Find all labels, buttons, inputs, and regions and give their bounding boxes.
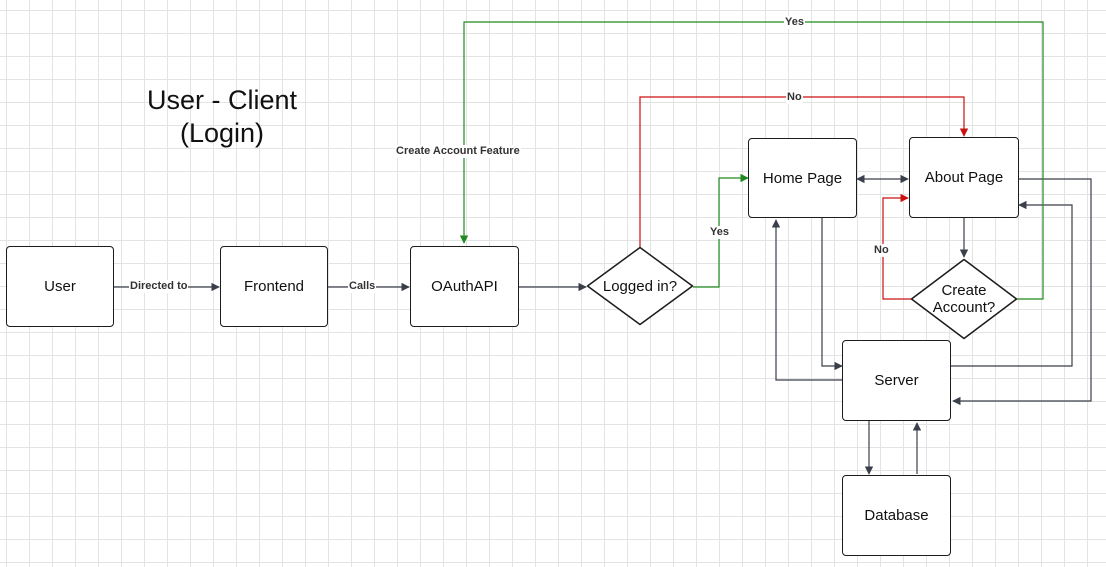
node-home-page[interactable]: Home Page <box>748 138 857 218</box>
node-create-account-decision[interactable]: Create Account? <box>910 258 1018 340</box>
node-oauthapi[interactable]: OAuthAPI <box>410 246 519 327</box>
edge-label-create-account-feature: Create Account Feature <box>395 145 521 158</box>
title-line-2: (Login) <box>179 118 265 148</box>
node-logged-in-decision[interactable]: Logged in? <box>586 246 694 326</box>
diagram-title: User - Client (Login) <box>112 84 332 150</box>
edge-server-home <box>771 219 842 381</box>
node-logged-in-label: Logged in? <box>602 277 678 295</box>
decision-diamond-shape <box>586 246 694 326</box>
edge-label-calls: Calls <box>348 280 377 293</box>
edge-home-server <box>821 218 843 371</box>
title-line-1: User - Client <box>146 85 298 115</box>
node-about-page[interactable]: About Page <box>909 137 1019 218</box>
node-database[interactable]: Database <box>842 475 951 556</box>
node-frontend[interactable]: Frontend <box>220 246 328 327</box>
edge-label-directed-to: Directed to <box>129 280 189 293</box>
edge-label-no-top: No <box>786 91 803 104</box>
node-user[interactable]: User <box>6 246 114 327</box>
edge-label-yes-logged-in: Yes <box>709 226 730 239</box>
decision-diamond-shape <box>910 258 1018 340</box>
node-create-account-label: Create Account? <box>932 282 996 316</box>
edge-label-yes-top: Yes <box>784 16 805 29</box>
node-server[interactable]: Server <box>842 340 951 421</box>
edge-label-no-create-account: No <box>873 244 890 257</box>
edge-server-about <box>951 200 1073 367</box>
edge-about-server <box>952 178 1092 406</box>
edge-createaccount-oauthapi-yes <box>459 21 1044 300</box>
